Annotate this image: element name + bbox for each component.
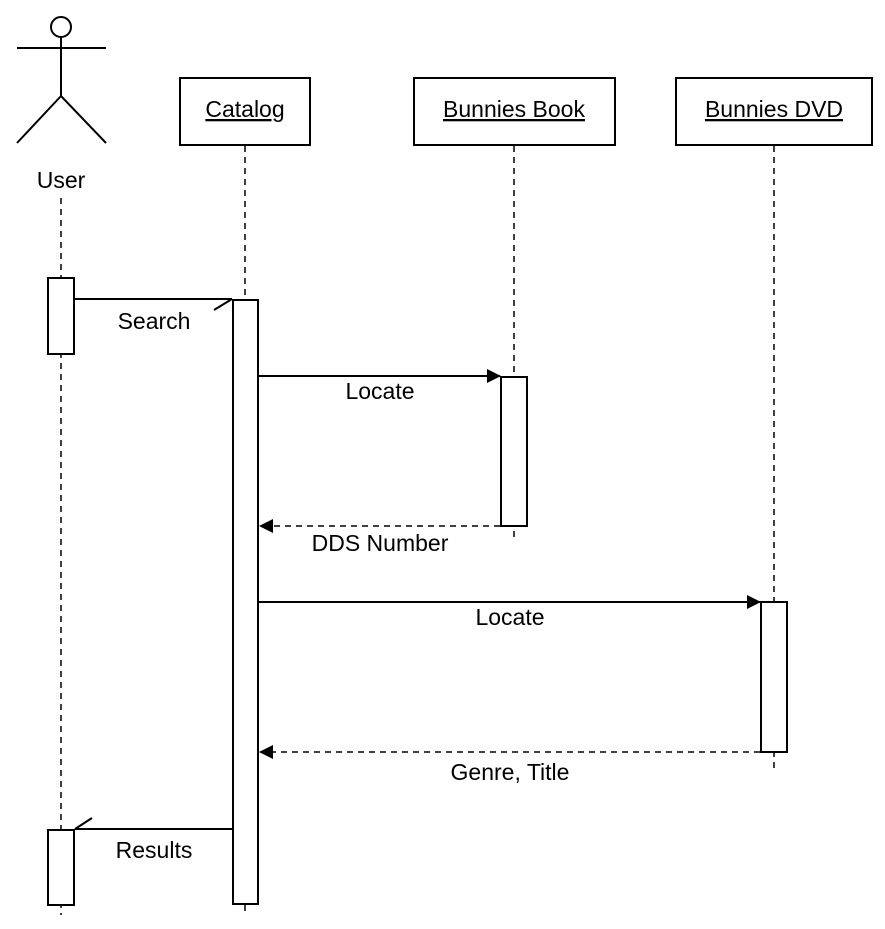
lifeline-box-bunnies-book (413, 77, 616, 146)
actor-head (50, 16, 72, 38)
lifeline-label-catalog: Catalog (205, 96, 284, 122)
lifeline-label-bunnies-dvd: Bunnies DVD (705, 96, 843, 122)
message-locate-dvd-label: Locate (475, 604, 544, 630)
user-actor: User (16, 16, 107, 193)
activation-user-2 (47, 829, 75, 906)
message-search-arrowhead (213, 298, 233, 311)
message-search: Search (74, 298, 233, 334)
message-locate-dvd: Locate (258, 595, 761, 630)
activation-bunnies-dvd (760, 601, 788, 753)
message-locate-book: Locate (258, 369, 501, 404)
activation-bunnies-book (500, 376, 528, 527)
message-dds-number: DDS Number (259, 519, 500, 556)
lifeline-box-bunnies-dvd (675, 77, 873, 146)
message-search-label: Search (118, 308, 191, 334)
message-dds-number-label: DDS Number (312, 530, 449, 556)
message-results-label: Results (116, 837, 193, 863)
lifeline-box-catalog (179, 77, 311, 146)
lifeline-header-catalog: Catalog (179, 77, 311, 146)
message-genre-title-label: Genre, Title (451, 759, 570, 785)
message-genre-title: Genre, Title (259, 745, 760, 785)
actor-right-leg (60, 95, 107, 144)
actor-label: User (37, 167, 86, 193)
message-results-arrowhead (74, 817, 93, 830)
actor-left-leg (16, 95, 62, 144)
message-locate-book-label: Locate (345, 378, 414, 404)
lifeline-label-bunnies-book: Bunnies Book (443, 96, 585, 122)
activation-catalog (232, 299, 259, 905)
lifeline-header-bunnies-dvd: Bunnies DVD (675, 77, 873, 146)
lifeline-header-bunnies-book: Bunnies Book (413, 77, 616, 146)
message-results: Results (74, 817, 232, 863)
activation-user-1 (47, 277, 75, 355)
